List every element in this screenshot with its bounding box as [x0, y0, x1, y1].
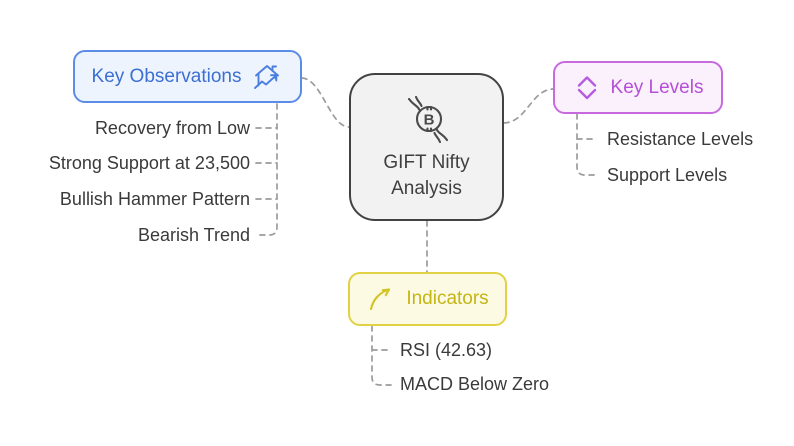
leaf-support-levels: Support Levels [607, 165, 728, 185]
branch-label-key-observations: Key Observations [91, 65, 242, 87]
leaf-macd-below-zero: MACD Below Zero [400, 374, 550, 394]
center-node-label: GIFT Nifty Analysis [383, 152, 470, 199]
branch-node-indicators[interactable]: Indicators [348, 272, 507, 326]
leaf-rsi: RSI (42.63) [400, 340, 493, 360]
branch-label-key-levels: Key Levels [610, 76, 704, 98]
branch-node-key-levels[interactable]: Key Levels [553, 61, 723, 114]
bitcoin-exchange-hands-icon: B [400, 92, 454, 146]
connector-levels-spine [576, 113, 597, 176]
connector-observations-spine [255, 103, 278, 236]
leaf-bearish-trend: Bearish Trend [137, 225, 250, 245]
house-trend-arrow-icon [251, 62, 283, 92]
connector-indicators-spine [371, 325, 392, 386]
growth-curve-arrow-icon [366, 284, 396, 314]
leaf-strong-support: Strong Support at 23,500 [48, 153, 250, 173]
connector-center-levels [503, 88, 554, 124]
branch-label-indicators: Indicators [406, 288, 489, 309]
double-chevron-diamond-icon [573, 73, 601, 103]
branch-node-key-observations[interactable]: Key Observations [73, 50, 302, 103]
leaf-recovery-from-low: Recovery from Low [94, 118, 250, 138]
svg-text:B: B [423, 112, 434, 129]
leaf-resistance-levels: Resistance Levels [607, 129, 754, 149]
center-node-gift-nifty-analysis[interactable]: B GIFT Nifty Analysis [349, 73, 504, 221]
connector-observations-center [301, 77, 350, 128]
leaf-bullish-hammer-pattern: Bullish Hammer Pattern [59, 189, 250, 209]
